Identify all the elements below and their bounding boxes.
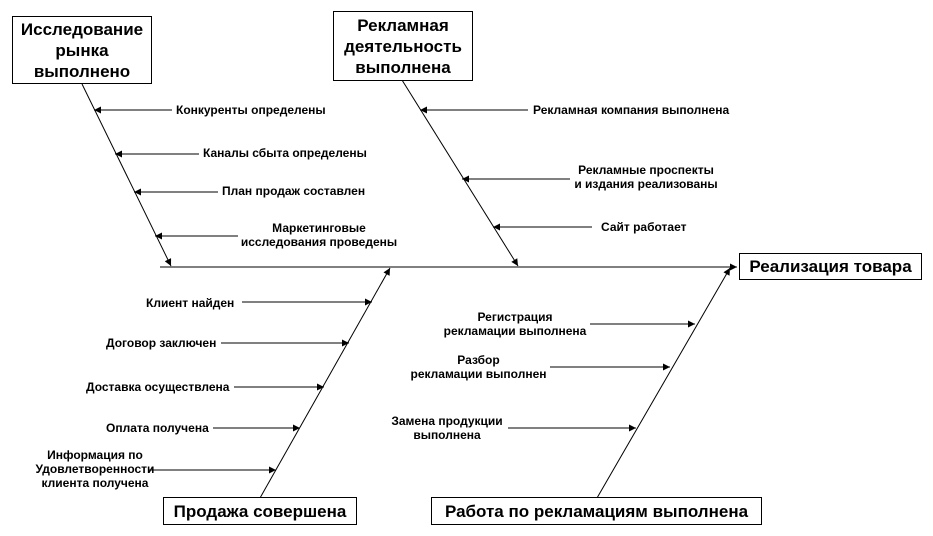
category-title-line: выполнена (355, 57, 451, 77)
category-title-line: выполнено (33, 61, 131, 81)
category-box-sales: Продажа совершена (163, 497, 357, 525)
cause-label-sales-3: Доставка осуществлена (86, 380, 230, 394)
cause-label-market-4: Маркетинговые исследования проведены (240, 221, 398, 249)
cause-label-market-1: Конкуренты определены (176, 103, 326, 117)
cause-label-claims-2: Разбор рекламации выполнен (410, 353, 547, 381)
cause-label-advert-3: Сайт работает (601, 220, 687, 234)
category-box-market: Исследование рынка выполнено (12, 16, 152, 84)
cause-label-sales-5: Информация по Удовлетворенности клиента … (35, 448, 155, 490)
category-box-advert: Рекламная деятельность выполнена (333, 11, 473, 81)
cause-label-sales-2: Договор заключен (106, 336, 217, 350)
cause-label-advert-2: Рекламные проспекты и издания реализован… (574, 163, 718, 191)
bone-market (81, 83, 172, 267)
cause-label-claims-1: Регистрация рекламации выполнена (443, 310, 587, 338)
cause-label-claims-3: Замена продукции выполнена (391, 414, 503, 442)
cause-label-advert-1: Рекламная компания выполнена (533, 103, 730, 117)
effect-label: Реализация товара (749, 257, 912, 276)
cause-label-market-3: План продаж составлен (222, 184, 366, 198)
category-title-line: деятельность (344, 36, 462, 56)
category-title-line: Работа по рекламациям выполнена (444, 501, 749, 521)
cause-label-market-2: Каналы сбыта определены (203, 146, 367, 160)
category-title-line: рынка (55, 40, 109, 60)
bone-advert (401, 79, 519, 267)
cause-label-sales-1: Клиент найден (146, 296, 235, 310)
category-title-line: Исследование (20, 19, 144, 39)
category-title-line: Рекламная (357, 15, 449, 35)
bone-claims (596, 267, 731, 499)
category-title-line: Продажа совершена (173, 501, 347, 521)
category-box-claims: Работа по рекламациям выполнена (431, 497, 762, 525)
bone-sales (259, 267, 391, 499)
cause-label-sales-4: Оплата получена (106, 421, 209, 435)
effect-box: Реализация товара (739, 253, 922, 280)
